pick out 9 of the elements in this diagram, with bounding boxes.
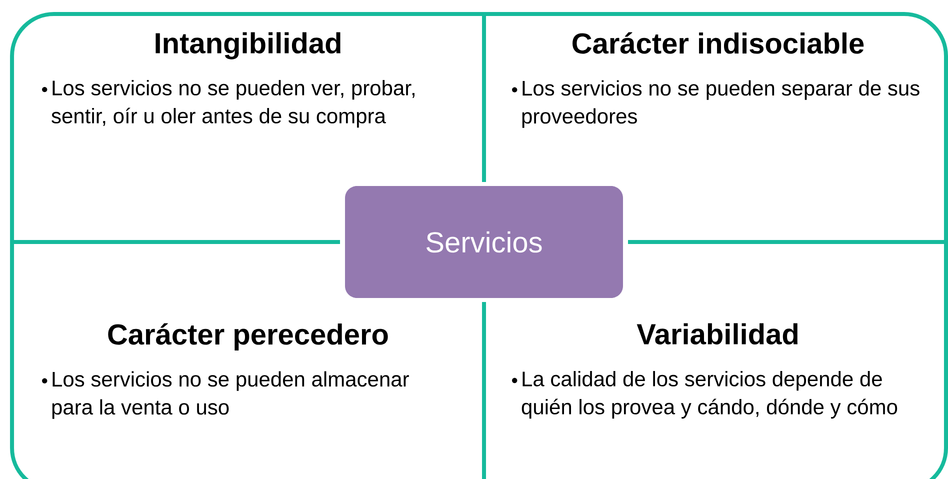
- bullet-text: Los servicios no se pueden almacenar para la venta o uso: [52, 371, 409, 419]
- heading: Intangibilidad: [156, 32, 340, 60]
- bullet-text: Los servicios no se pueden separar de sus proveedores: [522, 80, 920, 128]
- heading: Carácter indisociable: [572, 32, 864, 54]
- heading: Carácter perecedero: [108, 323, 388, 350]
- bullet-text: Los servicios no se pueden ver, probar, sentir, oír u oler antes de su compra: [52, 80, 414, 128]
- bullet-text: La calidad de los servicios depende de quién los provea y cándo, dónde y cómo: [522, 371, 898, 419]
- center-box: Servicios: [345, 186, 623, 298]
- heading: Variabilidad: [636, 323, 798, 344]
